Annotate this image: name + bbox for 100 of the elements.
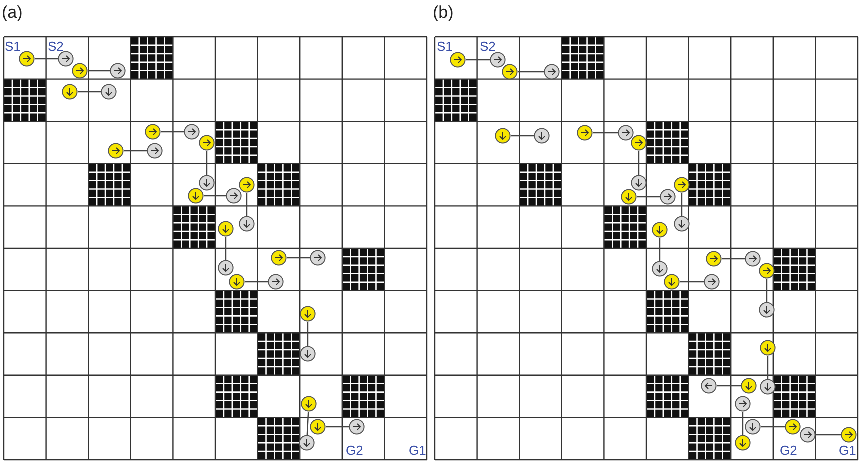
direction-marker	[58, 51, 74, 67]
direction-marker	[664, 274, 680, 290]
direction-marker	[108, 143, 124, 159]
direction-marker	[735, 435, 751, 451]
direction-marker	[660, 189, 676, 205]
connector-line	[161, 131, 184, 133]
connector-line	[225, 237, 227, 260]
connector-line	[681, 193, 683, 216]
connector-line	[593, 132, 618, 134]
direction-marker	[706, 251, 722, 267]
direction-marker	[218, 221, 234, 237]
direction-marker	[301, 396, 317, 412]
connector-line	[767, 356, 769, 379]
direction-marker	[300, 306, 316, 322]
goal-label: G2	[780, 444, 798, 457]
connector-line	[88, 70, 110, 72]
connector-line	[766, 279, 768, 302]
connector-line	[816, 434, 841, 436]
direction-marker	[62, 84, 78, 100]
direction-marker	[310, 419, 326, 435]
direction-marker	[271, 250, 287, 266]
direction-marker	[450, 52, 466, 68]
connector-line	[518, 71, 544, 73]
connector-line	[35, 58, 58, 60]
direction-marker	[701, 378, 717, 394]
direction-marker	[544, 64, 560, 80]
direction-marker	[101, 84, 117, 100]
connector-line	[326, 426, 349, 428]
direction-marker	[760, 340, 776, 356]
panel-label: (b)	[433, 4, 454, 21]
direction-marker	[145, 124, 161, 140]
goal-label: G2	[346, 444, 364, 457]
connector-line	[511, 135, 534, 137]
connector-line	[638, 151, 640, 175]
direction-marker	[631, 135, 647, 151]
direction-marker	[72, 63, 88, 79]
direction-marker	[299, 435, 315, 451]
direction-marker	[218, 260, 234, 276]
connector-line	[287, 257, 310, 259]
direction-marker	[652, 261, 668, 277]
direction-marker	[239, 177, 255, 193]
connector-line	[722, 258, 745, 260]
direction-marker	[310, 250, 326, 266]
direction-marker	[300, 346, 316, 362]
direction-marker	[674, 177, 690, 193]
direction-marker	[745, 419, 761, 435]
direction-marker	[147, 143, 163, 159]
connector-line	[659, 238, 661, 261]
start-label: S1	[5, 40, 21, 53]
direction-marker	[268, 274, 284, 290]
direction-marker	[631, 175, 647, 191]
direction-marker	[735, 396, 751, 412]
connector-line	[306, 412, 310, 436]
direction-marker	[759, 263, 775, 279]
connector-line	[124, 150, 147, 152]
connector-line	[307, 322, 309, 346]
direction-marker	[652, 222, 668, 238]
connector-line	[206, 151, 208, 175]
direction-marker	[704, 274, 720, 290]
start-label: S2	[480, 40, 496, 53]
direction-marker	[674, 216, 690, 232]
direction-marker	[502, 64, 518, 80]
connector-line	[78, 91, 101, 93]
connector-line	[204, 195, 226, 197]
connector-line	[717, 385, 741, 387]
connector-line	[680, 281, 704, 283]
connector-line	[246, 193, 248, 216]
direction-marker	[800, 427, 816, 443]
connector-line	[637, 196, 660, 198]
direction-marker	[534, 128, 550, 144]
direction-marker	[759, 302, 775, 318]
direction-marker	[199, 175, 215, 191]
direction-marker	[110, 63, 126, 79]
direction-marker	[785, 419, 801, 435]
connector-line	[466, 59, 490, 61]
direction-marker	[760, 379, 776, 395]
direction-marker	[226, 188, 242, 204]
goal-label: G1	[409, 444, 426, 457]
start-label: S1	[437, 40, 453, 53]
direction-marker	[618, 125, 634, 141]
direction-marker	[229, 274, 245, 290]
start-label: S2	[48, 40, 64, 53]
direction-marker	[841, 427, 857, 443]
direction-marker	[621, 189, 637, 205]
direction-marker	[490, 52, 506, 68]
direction-marker	[495, 128, 511, 144]
direction-marker	[199, 135, 215, 151]
panel-label: (a)	[2, 4, 23, 21]
connector-line	[742, 412, 744, 435]
direction-marker	[188, 188, 204, 204]
direction-marker	[349, 419, 365, 435]
direction-marker	[741, 378, 757, 394]
direction-marker	[239, 216, 255, 232]
direction-marker	[184, 124, 200, 140]
goal-label: G1	[839, 444, 856, 457]
direction-marker	[745, 251, 761, 267]
direction-marker	[577, 125, 593, 141]
connector-line	[245, 281, 268, 283]
connector-line	[761, 426, 785, 428]
direction-marker	[19, 51, 35, 67]
